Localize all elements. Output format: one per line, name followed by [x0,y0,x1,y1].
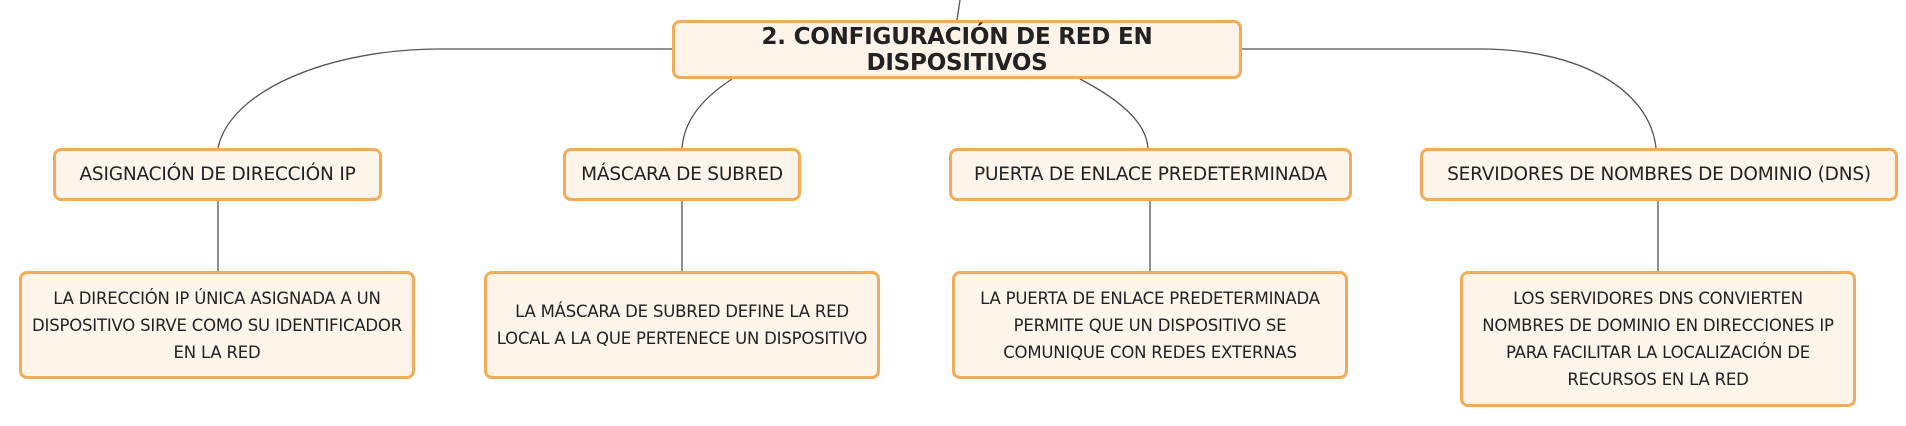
connector-root-branch-1 [217,48,672,149]
detail-dns-servers[interactable]: LOS SERVIDORES DNS CONVIERTEN NOMBRES DE… [1460,271,1856,407]
detail-text: LA MÁSCARA DE SUBRED DEFINE LA RED LOCAL… [496,302,868,348]
detail-text: LOS SERVIDORES DNS CONVIERTEN NOMBRES DE… [1482,289,1834,389]
root-topic[interactable]: 2. CONFIGURACIÓN DE RED EN DISPOSITIVOS [672,20,1242,79]
branch-subnet-mask[interactable]: MÁSCARA DE SUBRED [563,148,801,201]
detail-subnet-mask[interactable]: LA MÁSCARA DE SUBRED DEFINE LA RED LOCAL… [484,271,880,379]
branch-ip-address[interactable]: ASIGNACIÓN DE DIRECCIÓN IP [53,148,382,201]
branch-label: PUERTA DE ENLACE PREDETERMINADA [974,164,1327,185]
branch-default-gateway[interactable]: PUERTA DE ENLACE PREDETERMINADA [949,148,1352,201]
branch-dns-servers[interactable]: SERVIDORES DE NOMBRES DE DOMINIO (DNS) [1420,148,1898,201]
branch-label: MÁSCARA DE SUBRED [581,164,783,185]
branch-label: ASIGNACIÓN DE DIRECCIÓN IP [79,164,356,185]
root-topic-label: 2. CONFIGURACIÓN DE RED EN DISPOSITIVOS [761,23,1153,76]
connector-root-branch-4 [1242,48,1657,149]
detail-default-gateway[interactable]: LA PUERTA DE ENLACE PREDETERMINADA PERMI… [952,271,1348,379]
detail-text: LA PUERTA DE ENLACE PREDETERMINADA PERMI… [980,288,1320,362]
detail-text: LA DIRECCIÓN IP ÚNICA ASIGNADA A UN DISP… [32,288,402,362]
connector-root-branch-2 [681,78,733,149]
connector-parent-root [956,0,961,21]
branch-label: SERVIDORES DE NOMBRES DE DOMINIO (DNS) [1447,164,1871,185]
detail-ip-address[interactable]: LA DIRECCIÓN IP ÚNICA ASIGNADA A UN DISP… [19,271,415,379]
connector-root-branch-3 [1079,78,1149,149]
